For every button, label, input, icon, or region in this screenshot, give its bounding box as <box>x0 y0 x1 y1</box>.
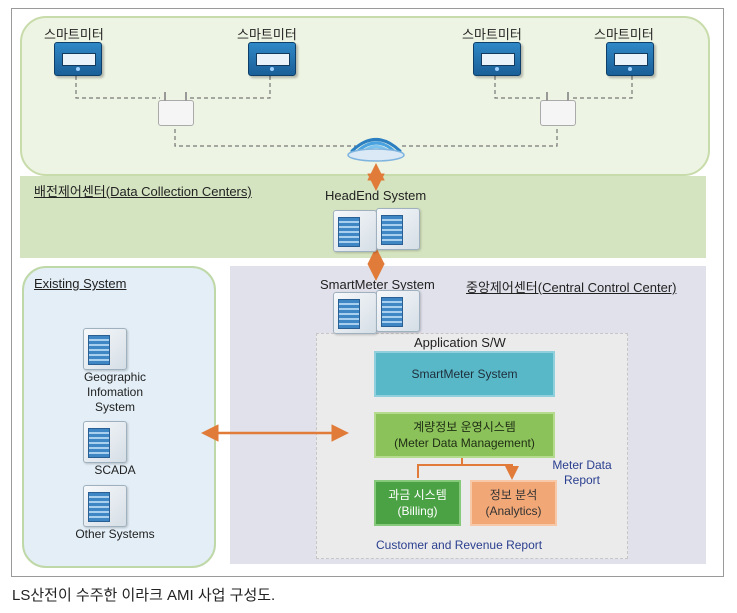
other-systems-label: Other Systems <box>75 527 155 541</box>
billing-korean-label: 과금 시스템 <box>388 488 447 502</box>
mdm-english-label: (Meter Data Management) <box>394 436 535 450</box>
smart-meter-icon <box>54 42 102 76</box>
gis-server-icon <box>83 328 127 370</box>
existing-system-title: Existing System <box>34 276 127 291</box>
existing-system-zone <box>22 266 216 568</box>
meter-data-report-label: Meter Data Report <box>552 458 612 487</box>
analytics-english-label: (Analytics) <box>485 504 542 518</box>
headend-server-icon <box>376 208 420 250</box>
central-control-center-title: 중앙제어센터(Central Control Center) <box>466 280 677 295</box>
customer-revenue-report-label: Customer and Revenue Report <box>376 538 543 552</box>
meter-label: 스마트미터 <box>44 27 104 42</box>
wireless-icon <box>347 138 405 162</box>
app-smartmeter-system-box: SmartMeter System <box>374 351 555 397</box>
smart-meter-icon <box>248 42 296 76</box>
figure-caption: LS산전이 수주한 이라크 AMI 사업 구성도. <box>12 587 276 604</box>
scada-label: SCADA <box>94 463 136 477</box>
smart-meter-icon <box>473 42 521 76</box>
scada-server-icon <box>83 421 127 463</box>
billing-english-label: (Billing) <box>397 504 438 518</box>
analytics-box: 정보 분석 (Analytics) <box>470 480 557 526</box>
smart-meter-icon <box>606 42 654 76</box>
router-icon <box>540 92 576 126</box>
application-sw-title: Application S/W <box>414 335 506 350</box>
meter-label: 스마트미터 <box>237 27 297 42</box>
gis-label: Geographic Infomation System <box>83 370 147 414</box>
other-systems-server-icon <box>83 485 127 527</box>
router-icon <box>158 92 194 126</box>
analytics-korean-label: 정보 분석 <box>489 488 538 502</box>
meter-label: 스마트미터 <box>462 27 522 42</box>
smartmeter-server-icon <box>333 292 377 334</box>
smartmeter-system-label: SmartMeter System <box>320 277 435 292</box>
smartmeter-server-icon <box>376 290 420 332</box>
diagram-frame <box>11 8 724 577</box>
app-smartmeter-system-label: SmartMeter System <box>411 367 518 381</box>
mdm-fanout-arrows <box>417 456 519 480</box>
headend-server-icon <box>333 210 377 252</box>
mdm-korean-label: 계량정보 운영시스템 <box>413 420 516 434</box>
meter-data-management-box: 계량정보 운영시스템 (Meter Data Management) <box>374 412 555 458</box>
meter-network-lines <box>75 76 633 147</box>
billing-box: 과금 시스템 (Billing) <box>374 480 461 526</box>
dcc-title: 배전제어센터(Data Collection Centers) <box>34 184 252 199</box>
meter-label: 스마트미터 <box>594 27 654 42</box>
headend-label: HeadEnd System <box>325 188 427 203</box>
